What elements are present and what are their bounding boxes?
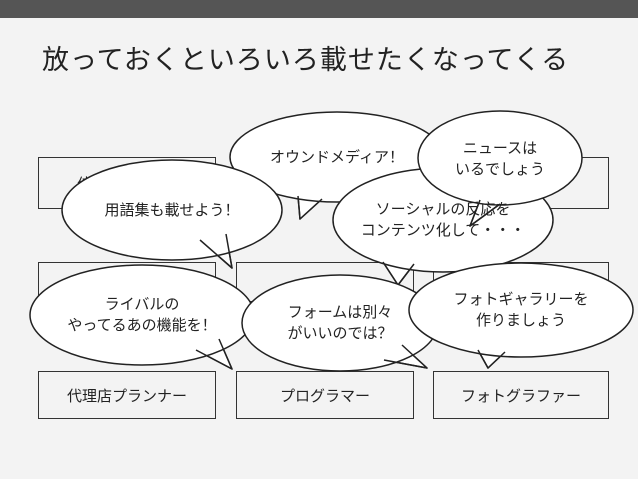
top-bar — [0, 0, 638, 18]
bubble-gallery — [408, 262, 634, 369]
role-box-planner: 代理店プランナー — [38, 371, 216, 419]
bubble-rival — [29, 264, 255, 370]
bubble-news — [417, 110, 583, 227]
bubble-rival-text: ライバルの やってるあの機能を！ — [67, 295, 217, 334]
slide-title: 放っておくといろいろ載せたくなってくる — [42, 45, 570, 76]
bubble-social-text: ソーシャルの反応を コンテンツ化して・・・ — [360, 200, 526, 239]
bubble-owned-media-text: オウンドメディア！ — [270, 148, 404, 166]
role-label: フォトグラファー — [460, 386, 581, 405]
role-label: 代理店プランナー — [66, 386, 187, 405]
role-box-programmer: プログラマー — [236, 371, 414, 419]
bubble-glossary-text: 用語集も載せよう！ — [104, 201, 240, 219]
bubble-gallery-text: フォトギャラリーを 作りましょう — [453, 290, 589, 329]
role-box-photographer: フォトグラファー — [433, 371, 609, 419]
bubble-form-text: フォームは別々 がいいのでは？ — [287, 303, 393, 342]
role-label: プログラマー — [279, 386, 370, 405]
bubble-news-text: ニュースは いるでしょう — [454, 139, 545, 178]
bubble-glossary — [61, 159, 283, 269]
